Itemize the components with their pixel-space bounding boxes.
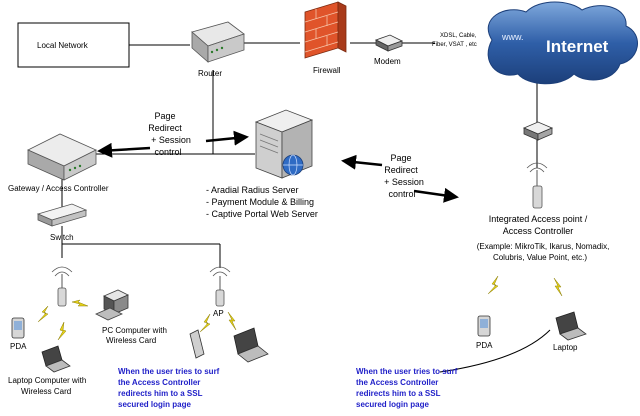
redirect-left-line-2: Redirect xyxy=(148,123,182,133)
local-network-label: Local Network xyxy=(37,41,89,50)
integrated-access-point-icon xyxy=(526,162,548,209)
connection-lines xyxy=(61,42,551,373)
note-right-line-1: When the user tries to surf xyxy=(356,367,458,376)
modem-icon xyxy=(374,34,404,52)
note-right-line-3: redirects him to a SSL xyxy=(356,389,441,398)
switch-icon xyxy=(36,203,88,227)
connection-types-line1: XDSL, Cable, xyxy=(440,33,477,39)
laptop-middle-icon xyxy=(233,327,269,363)
gateway-icon xyxy=(27,133,97,181)
iap-title-line-2: Access Controller xyxy=(503,226,574,236)
connection-types-line2: Fiber, VSAT , etc xyxy=(432,42,477,48)
access-point-left-icon xyxy=(51,266,73,307)
redirect-right-line-3: + Session xyxy=(384,177,424,187)
firewall-label: Firewall xyxy=(313,66,341,75)
laptop-left-label-line-2: Wireless Card xyxy=(21,387,71,396)
iap-title-line-1: Integrated Access point / xyxy=(489,214,588,224)
wireless-signal-icons-left xyxy=(37,299,89,341)
pda-right-icon xyxy=(477,315,491,337)
laptop-left-icon xyxy=(41,345,71,373)
modem-label: Modem xyxy=(374,57,401,66)
wireless-signal-icons-right xyxy=(487,275,563,297)
phone-middle-icon xyxy=(189,329,205,359)
pc-label-line-2: Wireless Card xyxy=(106,336,156,345)
note-right-line-2: the Access Controller xyxy=(356,378,438,387)
pda-right-label: PDA xyxy=(476,341,493,350)
router-label: Router xyxy=(198,69,222,78)
internet-www: www. xyxy=(501,32,524,42)
page-redirect-left-arrow xyxy=(97,130,249,158)
local-network-box: Local Network xyxy=(17,22,130,68)
pc-label-line-1: PC Computer with xyxy=(102,326,167,335)
note-left-line-2: the Access Controller xyxy=(118,378,200,387)
internet-label: Internet xyxy=(546,37,609,56)
gateway-label: Gateway / Access Controller xyxy=(8,184,109,193)
laptop-right-icon xyxy=(555,311,587,341)
pda-left-icon xyxy=(11,317,25,339)
pda-left-label: PDA xyxy=(10,342,27,351)
redirect-right-line-2: Redirect xyxy=(384,165,418,175)
redirect-right-line-4: control xyxy=(388,189,415,199)
note-left-line-1: When the user tries to surf xyxy=(118,367,220,376)
ap-label: AP xyxy=(213,309,224,318)
server-line-3: - Captive Portal Web Server xyxy=(206,209,318,219)
server-icon xyxy=(254,109,314,179)
access-point-middle-icon xyxy=(209,266,231,307)
note-right-line-4: secured login page xyxy=(356,400,429,409)
redirect-left-line-3: + Session xyxy=(151,135,191,145)
iap-example-line-2: Colubris, Value Point, etc.) xyxy=(493,253,587,262)
laptop-left-label-line-1: Laptop Computer with xyxy=(8,376,86,385)
switch-label: Switch xyxy=(50,233,74,242)
right-modem-icon xyxy=(522,121,554,141)
router-icon xyxy=(191,21,245,63)
server-line-2: - Payment Module & Billing xyxy=(206,197,314,207)
note-left-line-4: secured login page xyxy=(118,400,191,409)
server-line-1: - Aradial Radius Server xyxy=(206,185,299,195)
note-left-line-3: redirects him to a SSL xyxy=(118,389,203,398)
page-redirect-right-arrow xyxy=(341,154,459,203)
redirect-left-line-4: control xyxy=(154,147,181,157)
iap-example-line-1: (Example: MikroTik, Ikarus, Nomadix, xyxy=(477,242,610,251)
pc-computer-icon xyxy=(95,289,129,321)
redirect-right-line-1: Page xyxy=(390,153,411,163)
internet-cloud-icon xyxy=(487,1,638,85)
firewall-icon xyxy=(304,1,347,59)
redirect-left-line-1: Page xyxy=(154,111,175,121)
wireless-signal-icons-middle xyxy=(199,311,237,333)
laptop-right-label: Laptop xyxy=(553,343,578,352)
